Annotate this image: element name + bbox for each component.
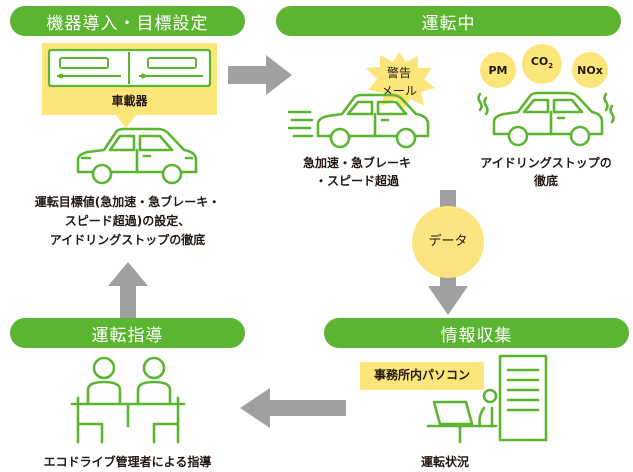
- data-circle: [412, 206, 484, 278]
- in-vehicle-device-icon: [47, 48, 212, 88]
- collection-step-title: 情報収集: [324, 318, 629, 348]
- idling-caption-line2: 徹底: [533, 174, 558, 188]
- emission-pm-label: PM: [488, 64, 508, 77]
- setup-desc-line2: スピード超過)の設定、: [64, 214, 191, 228]
- setup-step-title: 機器導入・目標設定: [10, 6, 245, 36]
- emission-co2-label: CO2: [522, 55, 562, 70]
- alert-line1: 警告: [386, 66, 411, 80]
- setup-desc-line3: アイドリングストップの徹底: [49, 233, 206, 247]
- emission-cloud-icon: [480, 44, 608, 88]
- in-vehicle-device-panel: 車載器: [42, 43, 217, 115]
- emission-nox-label: NOx: [577, 64, 603, 77]
- speeding-caption-line1: 急加速・急ブレーキ: [302, 156, 411, 170]
- arrow-icon: [108, 262, 148, 318]
- driving-step-title: 運転中: [276, 6, 621, 36]
- collection-caption: 運転状況: [420, 455, 469, 469]
- arrow-icon: [240, 388, 346, 428]
- device-label: 車載器: [111, 94, 148, 108]
- office-pc-label-box: [360, 362, 484, 390]
- car-icon: [76, 127, 198, 185]
- callout-pointer: [115, 114, 137, 128]
- guidance-caption: エコドライブ管理者による指導: [43, 455, 212, 469]
- data-label: データ: [428, 234, 468, 249]
- managers-icon: [70, 356, 186, 444]
- emission-co2-subscript: 2: [548, 62, 554, 71]
- alert-burst-icon: [366, 52, 435, 110]
- idling-car-icon: [477, 91, 615, 147]
- speeding-car-icon: [288, 93, 430, 149]
- emission-co2-text: CO: [530, 55, 549, 68]
- speeding-caption-line2: ・スピード超過: [314, 174, 399, 188]
- office-pc-label: 事務所内パソコン: [373, 368, 470, 382]
- office-pc-icon: [426, 354, 548, 444]
- arrow-icon: [228, 55, 292, 95]
- setup-desc-line1: 運転目標値(急加速・急ブレーキ・: [34, 195, 221, 209]
- guidance-step-title: 運転指導: [10, 318, 245, 348]
- idling-caption-line1: アイドリングストップの: [480, 156, 612, 170]
